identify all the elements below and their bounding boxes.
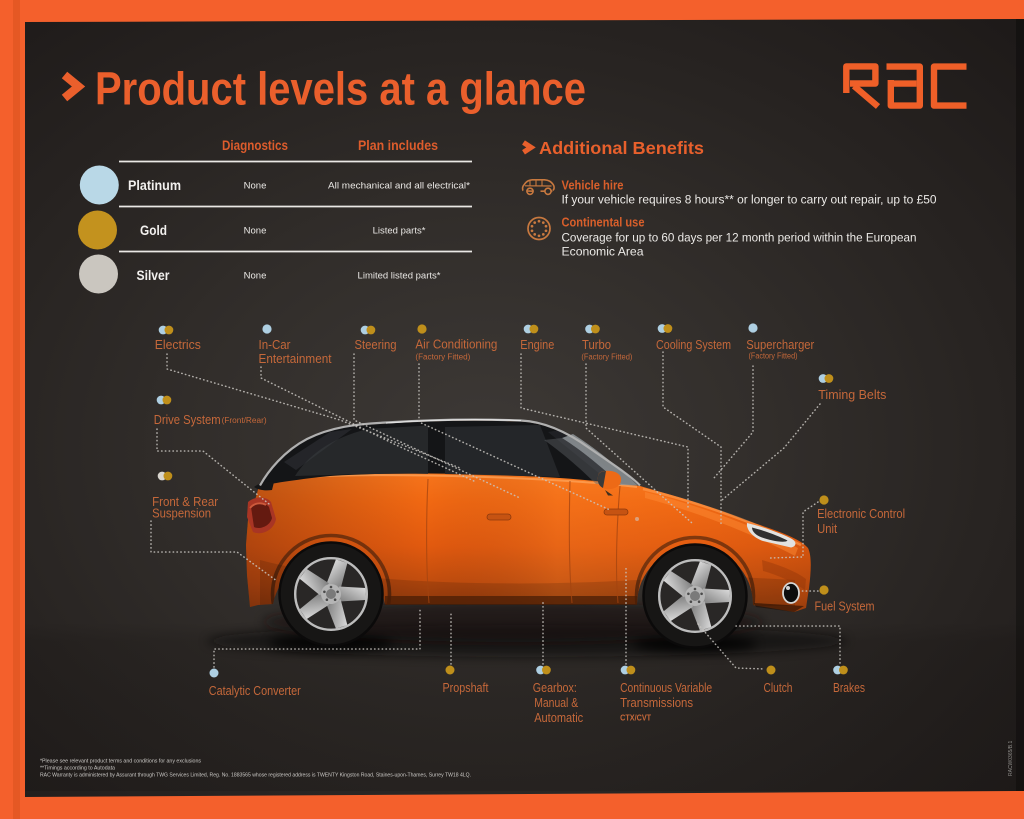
svg-text:Continental use: Continental use	[562, 216, 645, 230]
svg-text:Manual &: Manual &	[534, 695, 578, 710]
svg-text:Silver: Silver	[137, 268, 171, 283]
svg-text:Vehicle hire: Vehicle hire	[562, 179, 624, 193]
svg-text:Suspension: Suspension	[152, 506, 211, 521]
svg-text:Plan includes: Plan includes	[358, 137, 438, 153]
svg-text:RACW0365/B.1: RACW0365/B.1	[1008, 740, 1014, 776]
svg-text:Listed parts*: Listed parts*	[373, 226, 426, 237]
svg-text:Air Conditioning: Air Conditioning	[415, 337, 497, 352]
svg-text:Clutch: Clutch	[764, 680, 793, 695]
svg-text:Economic Area: Economic Area	[562, 245, 644, 259]
svg-text:**Timings according to Autodat: **Timings according to Autodata	[40, 766, 115, 772]
svg-text:Cooling System: Cooling System	[656, 337, 731, 352]
svg-text:If your vehicle requires 8 hou: If your vehicle requires 8 hours** or lo…	[562, 193, 937, 207]
svg-text:In-Car: In-Car	[259, 337, 292, 352]
svg-text:Product levels at a glance: Product levels at a glance	[95, 63, 586, 115]
svg-text:Catalytic Converter: Catalytic Converter	[209, 683, 302, 698]
svg-text:(Factory Fitted): (Factory Fitted)	[415, 353, 470, 362]
svg-text:Electronic Control: Electronic Control	[817, 506, 905, 521]
svg-text:None: None	[244, 271, 267, 282]
svg-text:(Factory Fitted): (Factory Fitted)	[581, 353, 632, 362]
svg-text:Timing Belts: Timing Belts	[818, 387, 886, 402]
svg-text:None: None	[244, 226, 267, 237]
svg-text:*Please see relevant product t: *Please see relevant product terms and c…	[40, 759, 201, 765]
svg-text:Fuel System: Fuel System	[815, 599, 875, 614]
svg-text:Transmissions: Transmissions	[620, 695, 693, 710]
svg-text:Coverage for up to 60 days per: Coverage for up to 60 days per 12 month …	[562, 231, 917, 245]
svg-text:Diagnostics: Diagnostics	[222, 137, 288, 153]
svg-text:Limited listed parts*: Limited listed parts*	[358, 271, 441, 282]
svg-text:Engine: Engine	[520, 337, 554, 352]
svg-text:Steering: Steering	[355, 337, 397, 352]
svg-text:Drive System: Drive System	[154, 412, 221, 427]
svg-text:(Front/Rear): (Front/Rear)	[222, 416, 267, 425]
svg-text:Gearbox:: Gearbox:	[533, 680, 577, 695]
svg-text:Supercharger: Supercharger	[746, 337, 815, 352]
svg-text:RAC Warranty is administered b: RAC Warranty is administered by Assurant…	[40, 773, 471, 779]
svg-text:Platinum: Platinum	[128, 178, 181, 193]
svg-text:CTX/CVT: CTX/CVT	[620, 714, 651, 723]
svg-text:Continuous Variable: Continuous Variable	[620, 680, 712, 695]
svg-text:All mechanical and all electri: All mechanical and all electrical*	[328, 181, 470, 192]
svg-text:Electrics: Electrics	[155, 337, 201, 352]
svg-text:Front & Rear: Front & Rear	[152, 494, 219, 509]
svg-text:Brakes: Brakes	[833, 680, 865, 695]
svg-text:Propshaft: Propshaft	[443, 680, 489, 695]
svg-text:None: None	[244, 181, 267, 192]
svg-text:Unit: Unit	[817, 521, 837, 536]
svg-text:Gold: Gold	[140, 223, 167, 238]
svg-text:Entertainment: Entertainment	[259, 351, 332, 366]
svg-text:Turbo: Turbo	[582, 337, 611, 352]
svg-text:Automatic: Automatic	[534, 710, 583, 725]
svg-text:Additional Benefits: Additional Benefits	[539, 138, 704, 158]
svg-text:(Factory Fitted): (Factory Fitted)	[749, 352, 798, 361]
